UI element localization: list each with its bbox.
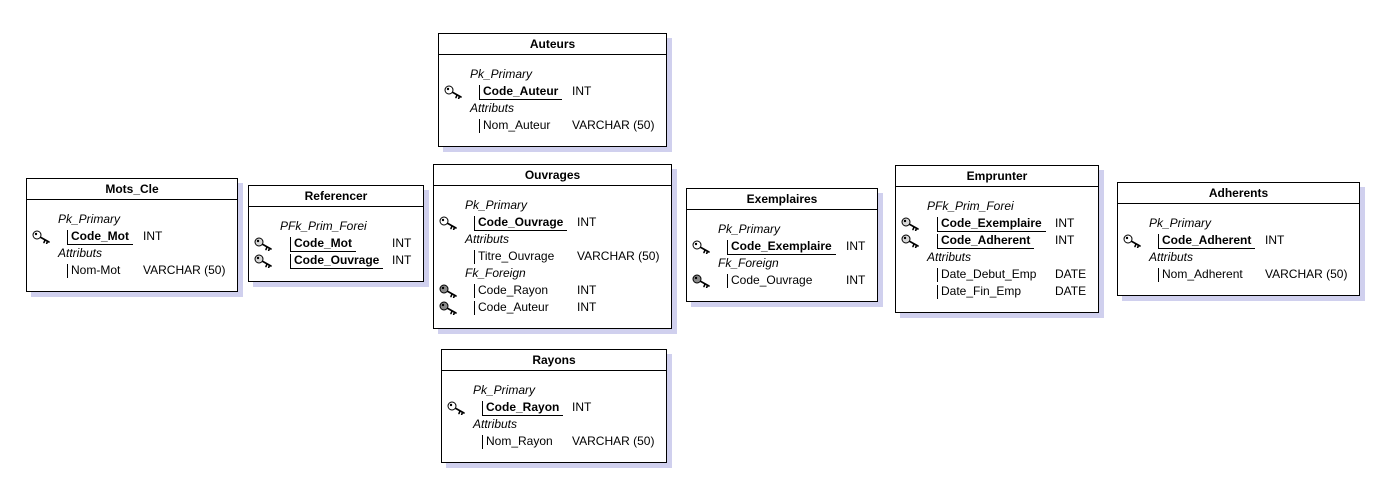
column-type: INT (143, 229, 163, 243)
column-name[interactable]: Code_Auteur (479, 84, 563, 100)
column-name[interactable]: Titre_Ouvrage (474, 249, 554, 264)
group-label: Attributs (927, 250, 972, 264)
column-name[interactable]: Code_Mot (67, 229, 133, 245)
foreign-key-icon (439, 284, 457, 298)
primary-key-icon (32, 230, 50, 244)
group-label: Fk_Foreign (718, 256, 779, 270)
column-type: INT (1055, 216, 1075, 230)
group-label: Attributs (473, 417, 518, 431)
group-label: Pk_Primary (1149, 216, 1212, 230)
column-name[interactable]: Code_Ouvrage (290, 253, 384, 269)
column-name[interactable]: Code_Ouvrage (474, 215, 568, 231)
group-label: Attributs (465, 232, 510, 246)
primary-foreign-key-icon (254, 237, 272, 251)
table-title: Adherents (1118, 183, 1359, 204)
column-name[interactable]: Code_Exemplaire (727, 239, 836, 255)
group-label: Attributs (1149, 250, 1194, 264)
column-name[interactable]: Code_Exemplaire (937, 216, 1046, 232)
group-label: Pk_Primary (470, 67, 533, 81)
group-label: Pk_Primary (465, 198, 528, 212)
group-label: Attributs (58, 246, 103, 260)
column-name[interactable]: Date_Debut_Emp (937, 267, 1036, 282)
table-title: Auteurs (439, 34, 666, 55)
column-type: INT (1265, 233, 1285, 247)
column-type: VARCHAR (50) (143, 263, 226, 277)
primary-key-icon (1123, 234, 1141, 248)
table-title: Ouvrages (434, 165, 671, 186)
primary-key-icon (447, 401, 465, 415)
primary-foreign-key-icon (254, 254, 272, 268)
column-name[interactable]: Code_Rayon (474, 283, 548, 298)
column-type: INT (1055, 233, 1075, 247)
column-type: INT (572, 400, 592, 414)
column-name[interactable]: Code_Mot (290, 236, 356, 252)
column-type: DATE (1055, 267, 1087, 281)
column-type: VARCHAR (50) (1265, 267, 1348, 281)
column-type: INT (846, 273, 866, 287)
group-label: Pk_Primary (58, 212, 121, 226)
column-name[interactable]: Code_Auteur (474, 300, 549, 315)
column-type: DATE (1055, 284, 1087, 298)
column-type: INT (392, 253, 412, 267)
primary-key-icon (439, 216, 457, 230)
column-type: INT (577, 215, 597, 229)
primary-foreign-key-icon (901, 217, 919, 231)
column-name[interactable]: Code_Rayon (482, 400, 564, 416)
column-name[interactable]: Nom-Mot (67, 263, 120, 278)
column-type: VARCHAR (50) (577, 249, 660, 263)
column-name[interactable]: Code_Ouvrage (727, 273, 812, 288)
table-title: Mots_Cle (27, 179, 237, 200)
column-type: INT (846, 239, 866, 253)
column-name[interactable]: Nom_Auteur (479, 118, 550, 133)
primary-foreign-key-icon (901, 234, 919, 248)
column-name[interactable]: Code_Adherent (1158, 233, 1256, 249)
group-label: Fk_Foreign (465, 266, 526, 280)
group-label: PFk_Prim_Forei (927, 199, 1014, 213)
table-title: Emprunter (896, 166, 1098, 187)
column-type: INT (572, 84, 592, 98)
column-type: VARCHAR (50) (572, 118, 655, 132)
primary-key-icon (692, 240, 710, 254)
foreign-key-icon (692, 274, 710, 288)
group-label: Pk_Primary (718, 222, 781, 236)
table-title: Rayons (442, 350, 666, 371)
group-label: Attributs (470, 101, 515, 115)
table-title: Referencer (249, 186, 423, 207)
column-type: INT (577, 283, 597, 297)
column-name[interactable]: Nom_Rayon (482, 434, 553, 449)
group-label: Pk_Primary (473, 383, 536, 397)
table-title: Exemplaires (687, 189, 877, 210)
column-name[interactable]: Date_Fin_Emp (937, 284, 1021, 299)
primary-key-icon (444, 85, 462, 99)
group-label: PFk_Prim_Forei (280, 219, 367, 233)
foreign-key-icon (439, 301, 457, 315)
column-type: VARCHAR (50) (572, 434, 655, 448)
column-type: INT (392, 236, 412, 250)
column-type: INT (577, 300, 597, 314)
column-name[interactable]: Code_Adherent (937, 233, 1035, 249)
column-name[interactable]: Nom_Adherent (1158, 267, 1243, 282)
